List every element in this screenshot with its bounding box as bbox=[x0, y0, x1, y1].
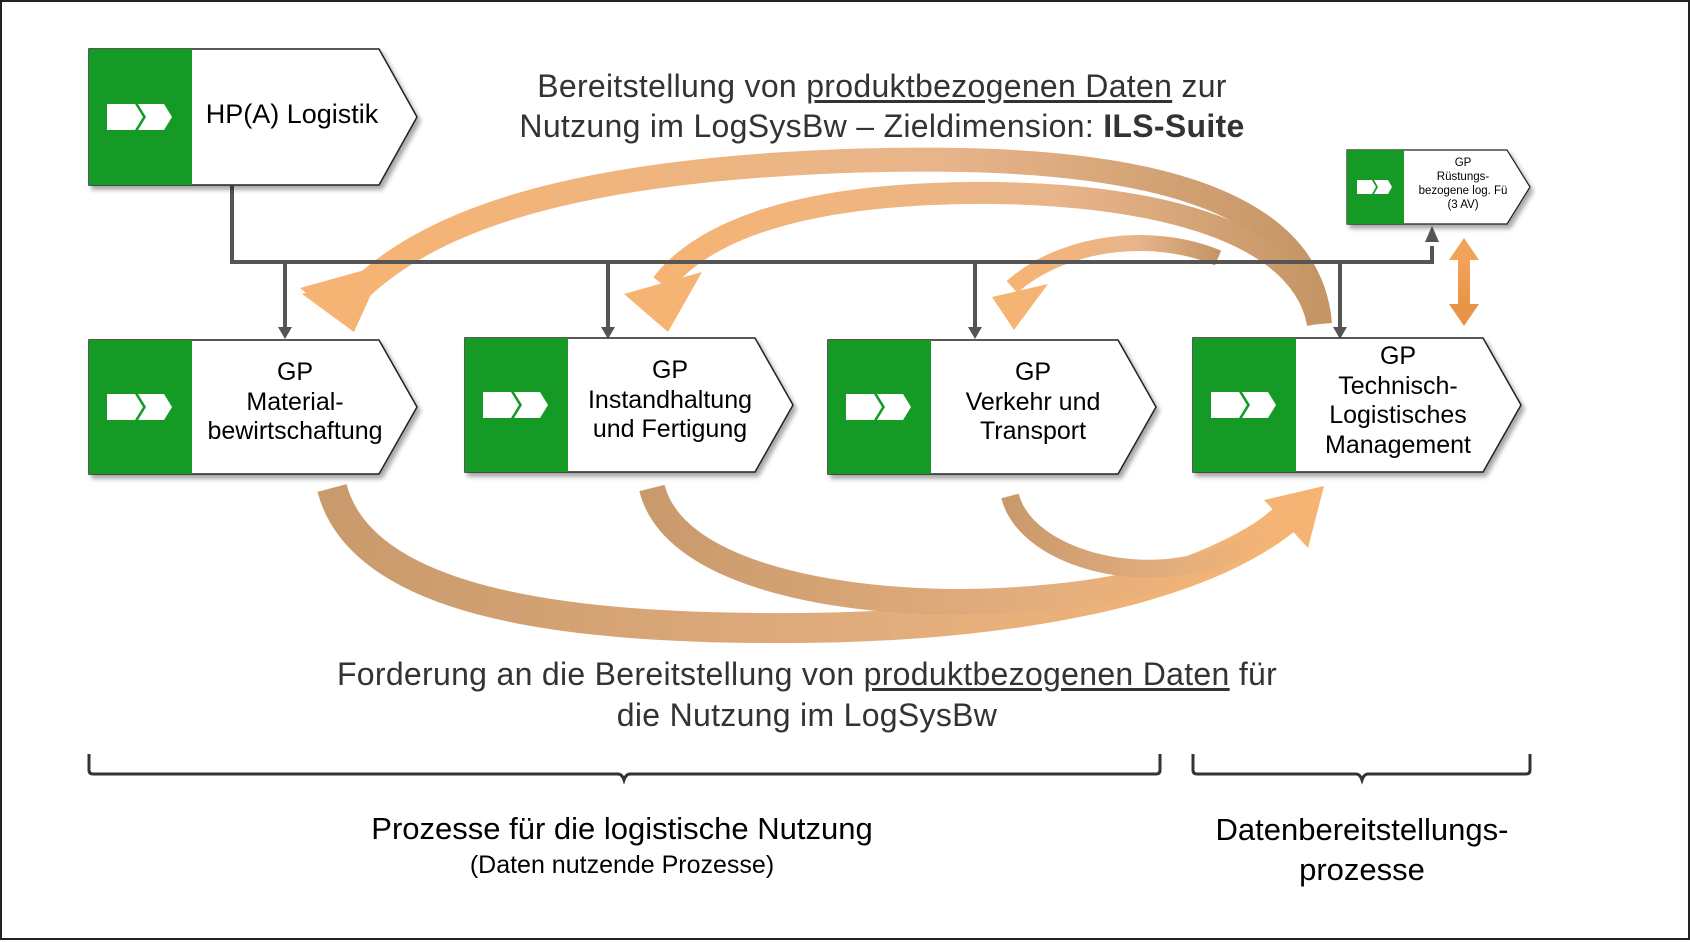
footer-text: Forderung an die Bereitstellung von prod… bbox=[302, 654, 1312, 736]
footer-line-1-underlined: produktbezogenen Daten bbox=[863, 656, 1230, 692]
double-chevron-icon bbox=[107, 104, 172, 130]
footer-line-1-post: für bbox=[1229, 656, 1278, 692]
connector-arrowheads bbox=[278, 226, 1439, 339]
process-name-material-2: bewirtschaftung bbox=[207, 417, 383, 445]
group-label-right: Datenbereitstellungs- prozesse bbox=[1182, 810, 1542, 890]
process-label-verkehr: GP Verkehr und Transport bbox=[931, 358, 1135, 447]
process-box-tlm[interactable] bbox=[1192, 337, 1522, 473]
process-name-verkehr-2: Transport bbox=[979, 417, 1087, 445]
footer-line-1-pre: Forderung an die Bereitstellung von bbox=[336, 656, 864, 692]
process-name-ruestung-3: (3 AV) bbox=[1447, 199, 1479, 212]
process-label-material: GP Material- bewirtschaftung bbox=[190, 358, 400, 447]
process-name-instandhaltung-2: und Fertigung bbox=[592, 415, 748, 443]
process-box-hpa[interactable] bbox=[88, 48, 418, 186]
top-feedback-arc-instandhaltung bbox=[624, 181, 1329, 332]
process-name-tlm-1: Technisch- bbox=[1338, 371, 1458, 400]
process-name-ruestung-1: Rüstungs- bbox=[1436, 171, 1490, 184]
footer-line-2-text: die Nutzung im LogSysBw bbox=[616, 697, 998, 733]
process-label-instandhaltung: GP Instandhaltung und Fertigung bbox=[568, 356, 772, 445]
header-text: Bereitstellung von produktbezogenen Date… bbox=[462, 66, 1302, 146]
process-name-material-1: Material- bbox=[246, 387, 344, 416]
process-type-material: GP bbox=[276, 358, 314, 386]
process-box-material[interactable] bbox=[88, 339, 418, 475]
process-name-tlm-2: Logistisches bbox=[1329, 401, 1467, 429]
process-type-ruestung: GP bbox=[1454, 157, 1472, 169]
footer-line-1: Forderung an die Bereitstellung von prod… bbox=[302, 654, 1312, 695]
process-box-verkehr[interactable] bbox=[827, 339, 1157, 475]
double-chevron-icon bbox=[1211, 392, 1276, 418]
bottom-arc-arrowhead bbox=[1264, 486, 1324, 548]
header-line-1: Bereitstellung von produktbezogenen Date… bbox=[462, 66, 1302, 106]
top-feedback-arc-verkehr bbox=[992, 235, 1222, 330]
footer-line-2: die Nutzung im LogSysBw bbox=[302, 695, 1312, 736]
double-chevron-icon bbox=[1357, 180, 1392, 194]
header-line-1-underlined: produktbezogenen Daten bbox=[806, 68, 1173, 104]
process-type-tlm: GP bbox=[1379, 342, 1417, 370]
header-line-2-bold: ILS-Suite bbox=[1103, 108, 1245, 144]
bottom-arc-verkehr bbox=[1001, 493, 1291, 578]
process-name-instandhaltung-1: Instandhaltung bbox=[587, 385, 753, 414]
process-type-verkehr: GP bbox=[1014, 358, 1052, 386]
connector-lines bbox=[230, 186, 1434, 332]
header-line-2-pre: Nutzung im LogSysBw – Zieldimension: bbox=[519, 108, 1104, 144]
bracket-right bbox=[1191, 754, 1532, 785]
process-label-ruestung: GP Rüstungs- bezogene log. Fü (3 AV) bbox=[1404, 156, 1522, 212]
group-label-left: Prozesse für die logistische Nutzung (Da… bbox=[342, 810, 902, 882]
group-left-subtitle: (Daten nutzende Prozesse) bbox=[469, 851, 775, 879]
header-line-1-pre: Bereitstellung von bbox=[537, 68, 807, 104]
process-label-tlm: GP Technisch- Logistisches Management bbox=[1296, 342, 1500, 460]
process-name-hpa: HP(A) Logistik bbox=[205, 99, 379, 129]
group-right-line-1: Datenbereitstellungs- bbox=[1215, 812, 1509, 847]
header-line-1-post: zur bbox=[1172, 68, 1227, 104]
bracket-left bbox=[87, 754, 1162, 785]
double-chevron-icon bbox=[846, 394, 911, 420]
double-chevron-icon bbox=[483, 392, 548, 418]
top-feedback-arc-material bbox=[300, 147, 1332, 332]
group-left-title: Prozesse für die logistische Nutzung bbox=[371, 811, 873, 846]
process-name-tlm-3: Management bbox=[1325, 430, 1471, 459]
double-arrow bbox=[1449, 238, 1479, 326]
process-box-instandhaltung[interactable] bbox=[464, 337, 794, 473]
process-label-hpa: HP(A) Logistik bbox=[192, 99, 392, 131]
process-name-ruestung-2: bezogene log. Fü bbox=[1418, 185, 1508, 198]
process-type-instandhaltung: GP bbox=[651, 356, 689, 384]
process-box-ruestung[interactable] bbox=[1346, 149, 1531, 225]
double-chevron-icon bbox=[107, 394, 172, 420]
process-name-verkehr-1: Verkehr und bbox=[965, 387, 1101, 416]
group-right-line-2: prozesse bbox=[1299, 852, 1425, 887]
header-line-2: Nutzung im LogSysBw – Zieldimension: ILS… bbox=[462, 106, 1302, 146]
